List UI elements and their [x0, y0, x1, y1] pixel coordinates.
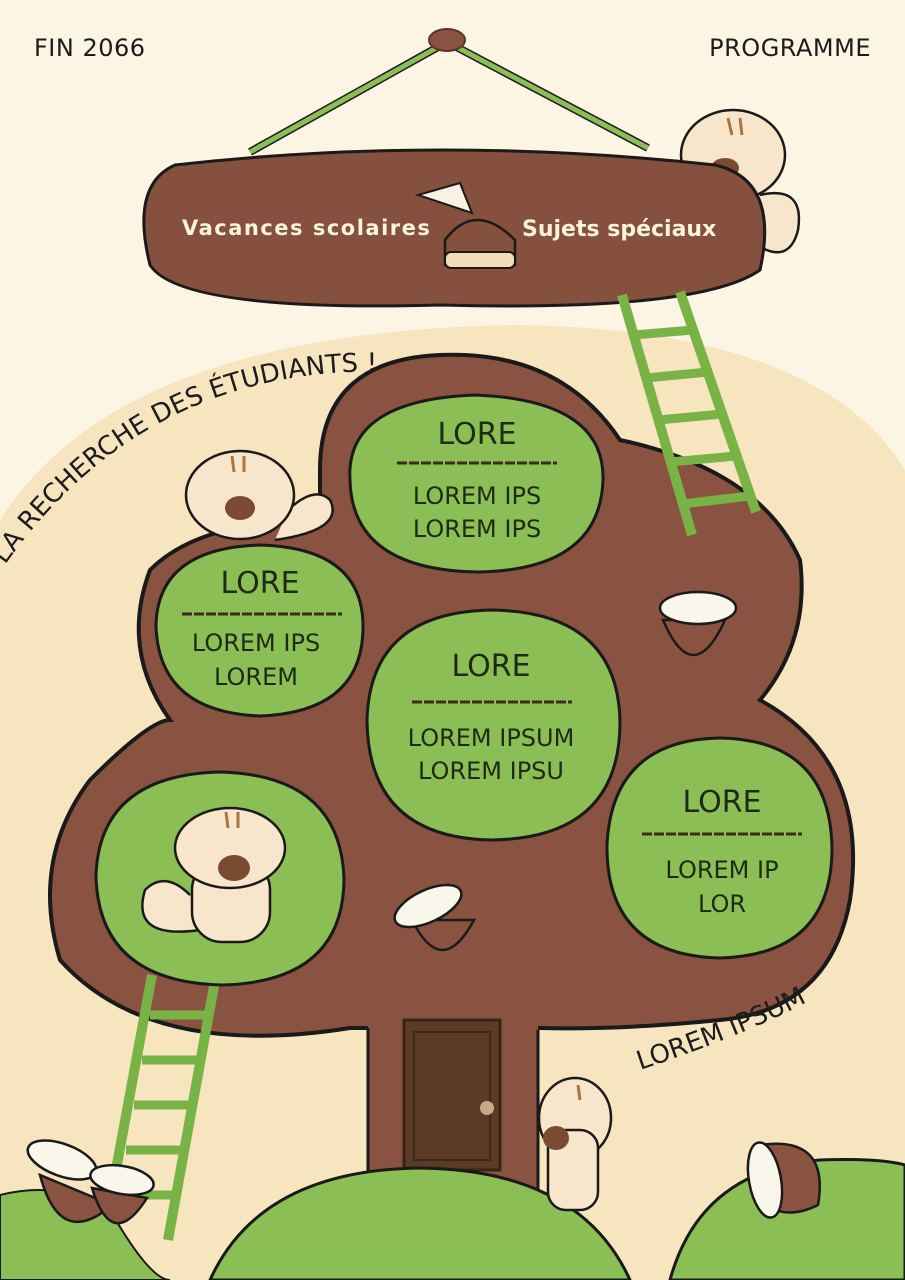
- acorn-icon: [658, 590, 738, 657]
- node-2-line2: LOREM: [214, 663, 298, 691]
- ladder-icon-top: [617, 290, 761, 537]
- sign-left-label: Vacances scolaires: [182, 216, 431, 240]
- chestnut-icon: [414, 181, 517, 269]
- node-4: LORE LOREM IP LOR: [605, 736, 834, 960]
- node-4-line1: LOREM IP: [665, 856, 778, 884]
- node-2-title: LORE: [220, 566, 299, 601]
- acorn-icon: [746, 1141, 821, 1219]
- ground-hill-middle: [208, 1166, 632, 1280]
- acorn-icon: [26, 1139, 115, 1223]
- header-right-text: PROGRAMME: [709, 34, 871, 62]
- node-3-title: LORE: [451, 649, 530, 684]
- node-1-line1: LOREM IPS: [413, 482, 541, 510]
- node-3: LORE LOREM IPSUM LOREM IPSU: [365, 608, 622, 842]
- acorn-icon: [89, 1163, 155, 1225]
- sign-hanger: [248, 28, 650, 156]
- sign-right-label: Sujets spéciaux: [522, 217, 716, 242]
- squirrel-icon: [184, 449, 334, 542]
- node-1: LORE LOREM IPS LOREM IPS: [348, 393, 605, 574]
- squirrel-icon: [537, 1076, 613, 1212]
- header-left-text: FIN 2066: [34, 34, 146, 62]
- node-3-line1: LOREM IPSUM: [408, 724, 575, 752]
- acorn-icon: [393, 883, 477, 952]
- node-2: LORE LOREM IPS LOREM: [154, 543, 365, 718]
- node-1-line2: LOREM IPS: [413, 515, 541, 543]
- squirrel-icon: [141, 806, 287, 944]
- node-3-line2: LOREM IPSU: [418, 757, 564, 785]
- node-1-title: LORE: [437, 417, 516, 452]
- node-4-line2: LOR: [698, 890, 746, 918]
- sign-board: Vacances scolaires Sujets spéciaux: [142, 148, 767, 308]
- door-icon: [402, 1018, 502, 1172]
- node-4-title: LORE: [682, 785, 761, 820]
- node-2-line1: LOREM IPS: [192, 629, 320, 657]
